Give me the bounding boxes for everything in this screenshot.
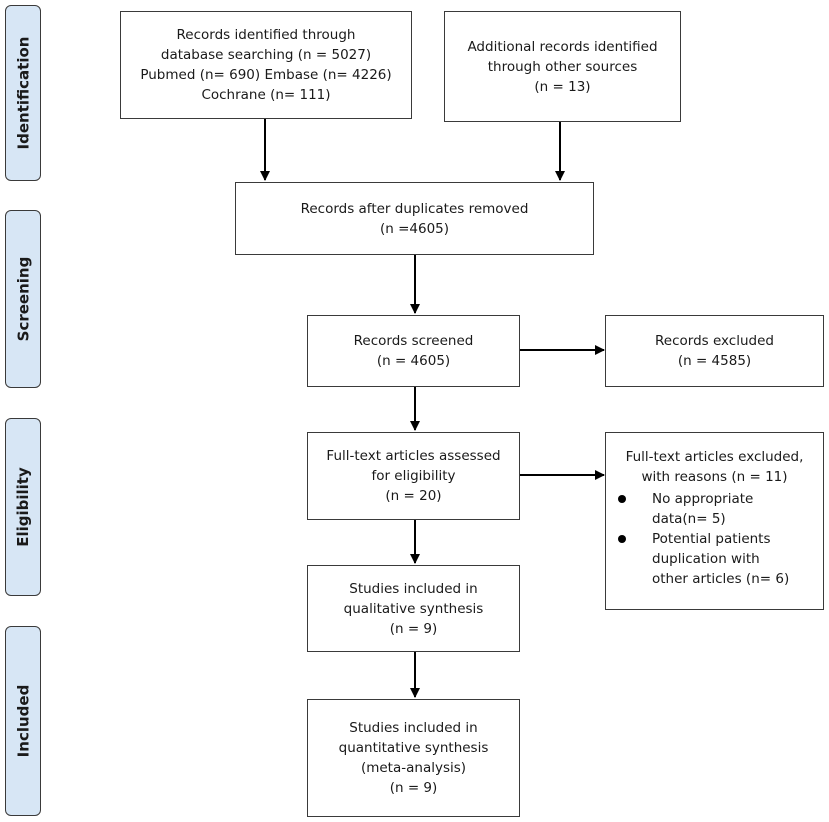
after-duplicates-box: Records after duplicates removed (n =460… <box>235 182 594 255</box>
records-excluded-line-1: Records excluded <box>655 333 774 349</box>
other-sources-line-2: through other sources <box>487 58 638 75</box>
exclusion-reason-2-line-2: duplication with <box>652 551 760 567</box>
bullet-icon <box>618 495 626 503</box>
qualitative-synthesis-line-3: (n = 9) <box>389 620 438 637</box>
qualitative-synthesis-box: Studies included in qualitative synthesi… <box>307 565 520 652</box>
fulltext-assessed-line-3: (n = 20) <box>385 488 442 504</box>
exclusion-reason-2-line-1: Potential patients <box>652 531 771 547</box>
phase-screening: Screening <box>5 210 41 388</box>
records-screened-line-1: Records screened <box>353 333 474 349</box>
fulltext-excluded-heading: Full-text articles excluded, with reason… <box>606 447 823 487</box>
records-screened-line-2: (n = 4605) <box>376 353 451 369</box>
database-search-line-4: Cochrane (n= 111) <box>201 87 331 103</box>
qualitative-synthesis-line-1: Studies included in <box>349 580 478 597</box>
database-search-line-1: Records identified through <box>176 27 356 43</box>
fulltext-excluded-heading-line-2: with reasons (n = 11) <box>641 469 788 485</box>
qualitative-synthesis-line-2: qualitative synthesis <box>343 600 484 617</box>
fulltext-assessed-box: Full-text articles assessed for eligibil… <box>307 432 520 520</box>
quantitative-synthesis-box: Studies included in quantitative synthes… <box>307 699 520 817</box>
database-search-box: Records identified through database sear… <box>120 11 412 119</box>
phase-identification-label: Identification <box>14 36 33 150</box>
phase-screening-label: Screening <box>14 256 32 342</box>
quantitative-synthesis-line-2: quantitative synthesis <box>338 740 489 756</box>
phase-eligibility-label: Eligibility <box>14 467 32 547</box>
other-sources-box: Additional records identified through ot… <box>444 11 681 122</box>
exclusion-reason-1-line-1: No appropriate <box>652 491 754 507</box>
exclusion-reason-item: Potential patients duplication with othe… <box>606 529 823 589</box>
exclusion-reason-1-line-2: data(n= 5) <box>652 511 726 527</box>
phase-included-label: Included <box>14 684 32 758</box>
fulltext-assessed-line-1: Full-text articles assessed <box>326 448 501 464</box>
quantitative-synthesis-line-1: Studies included in <box>349 720 478 736</box>
database-search-line-2: database searching (n = 5027) <box>160 47 372 63</box>
phase-eligibility: Eligibility <box>5 418 41 596</box>
exclusion-reason-2-line-3: other articles (n= 6) <box>652 571 790 587</box>
records-screened-box: Records screened (n = 4605) <box>307 315 520 387</box>
after-duplicates-line-1: Records after duplicates removed <box>300 200 529 217</box>
other-sources-line-3: (n = 13) <box>534 78 591 95</box>
phase-included: Included <box>5 626 41 816</box>
quantitative-synthesis-line-4: (n = 9) <box>389 780 438 796</box>
fulltext-excluded-heading-line-1: Full-text articles excluded, <box>625 449 804 465</box>
database-search-line-3: Pubmed (n= 690) Embase (n= 4226) <box>140 67 392 83</box>
records-excluded-line-2: (n = 4585) <box>677 353 752 369</box>
quantitative-synthesis-line-3: (meta-analysis) <box>360 760 467 776</box>
exclusion-reasons-list: No appropriate data(n= 5) Potential pati… <box>606 489 823 589</box>
records-excluded-box: Records excluded (n = 4585) <box>605 315 824 387</box>
fulltext-excluded-box: Full-text articles excluded, with reason… <box>605 432 824 610</box>
fulltext-assessed-line-2: for eligibility <box>371 468 456 484</box>
after-duplicates-line-2: (n =4605) <box>379 220 450 237</box>
exclusion-reason-item: No appropriate data(n= 5) <box>606 489 823 529</box>
phase-identification: Identification <box>5 5 41 181</box>
other-sources-line-1: Additional records identified <box>467 38 658 55</box>
bullet-icon <box>618 535 626 543</box>
